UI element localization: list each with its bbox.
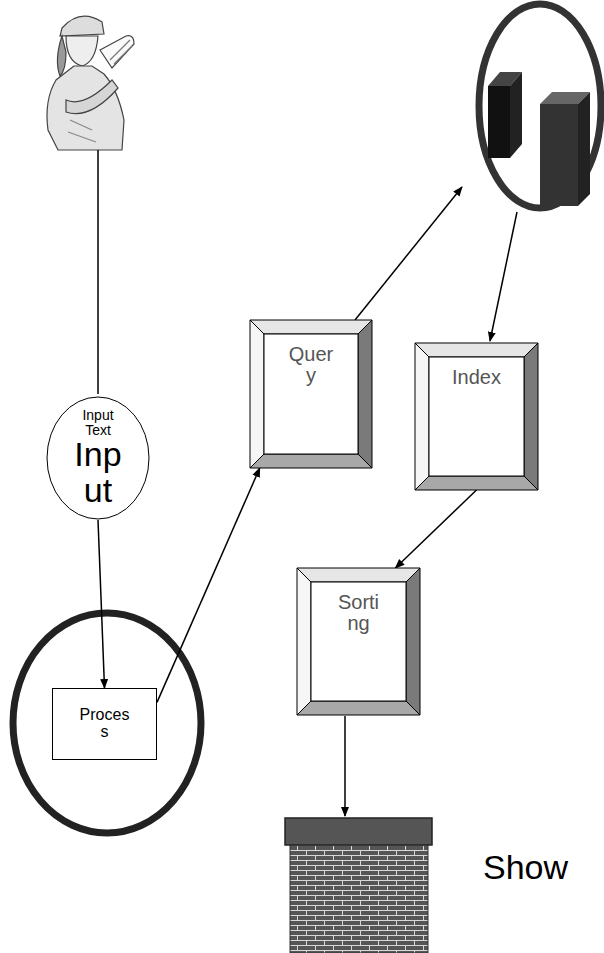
server-front xyxy=(540,104,578,206)
query-arrow xyxy=(355,187,462,320)
process-box: Proces s xyxy=(52,688,157,760)
node-text: Sorti ng xyxy=(331,592,387,634)
bevel-right xyxy=(406,568,420,715)
node-text: Proces s xyxy=(78,707,132,741)
bevel-top xyxy=(415,343,538,357)
bevel-face xyxy=(311,582,406,701)
index-arrow xyxy=(490,212,517,341)
process-ring xyxy=(13,613,201,833)
bevel-face xyxy=(429,357,524,476)
arm xyxy=(66,80,118,114)
node-text-area: Proces s xyxy=(52,707,157,741)
show-label: Show xyxy=(483,848,568,887)
bevel-left xyxy=(297,568,311,715)
engineer-illustration xyxy=(47,16,134,150)
node-text-area: Index xyxy=(415,367,538,388)
hair xyxy=(57,36,66,76)
coat-folds xyxy=(68,120,96,142)
bevel-right xyxy=(358,320,372,468)
bevel-face xyxy=(264,334,358,454)
node-text: Index xyxy=(449,367,505,388)
plan-lines xyxy=(110,40,132,64)
node-text-area: Quer y xyxy=(250,344,372,386)
face xyxy=(66,36,98,66)
node-text: Inp ut xyxy=(66,437,130,508)
server-ring xyxy=(479,4,601,208)
wall-body xyxy=(290,845,428,953)
bevel-bottom xyxy=(415,476,538,490)
input-circle: Input TextInp ut xyxy=(46,396,150,520)
wall-icon xyxy=(285,818,432,953)
bevel-right xyxy=(524,343,538,490)
bevel-top xyxy=(250,320,372,334)
flow-arrow xyxy=(395,490,476,568)
input-line xyxy=(97,150,99,394)
sorting-box-outline xyxy=(297,568,420,715)
hard-hat xyxy=(60,16,104,36)
node-text-area: Sorti ng xyxy=(297,592,420,634)
server-side xyxy=(578,92,590,206)
node-text-area: Input TextInp ut xyxy=(46,408,150,509)
torso xyxy=(47,66,124,150)
index-box-outline xyxy=(415,343,538,490)
node-text: Quer y xyxy=(283,344,339,386)
query-box: Quer y xyxy=(250,320,372,468)
index-box: Index xyxy=(415,343,538,490)
rolled-plans xyxy=(100,36,134,68)
bevel-left xyxy=(415,343,429,490)
server-front xyxy=(488,86,510,158)
server-side xyxy=(510,72,522,158)
bevel-bottom xyxy=(250,454,372,468)
bevel-bottom xyxy=(297,701,420,715)
flow-arrow xyxy=(98,520,105,688)
flow-arrow xyxy=(157,468,260,702)
query-box-outline xyxy=(250,320,372,468)
box-outline xyxy=(53,689,157,760)
wall-cap xyxy=(285,818,432,845)
server-icon xyxy=(488,72,590,206)
bevel-top xyxy=(297,568,420,582)
sorting-box: Sorti ng xyxy=(297,568,420,715)
show-arrow xyxy=(344,716,346,816)
bevel-left xyxy=(250,320,264,468)
circle-outline xyxy=(47,397,149,519)
node-text: Input Text xyxy=(77,408,119,437)
